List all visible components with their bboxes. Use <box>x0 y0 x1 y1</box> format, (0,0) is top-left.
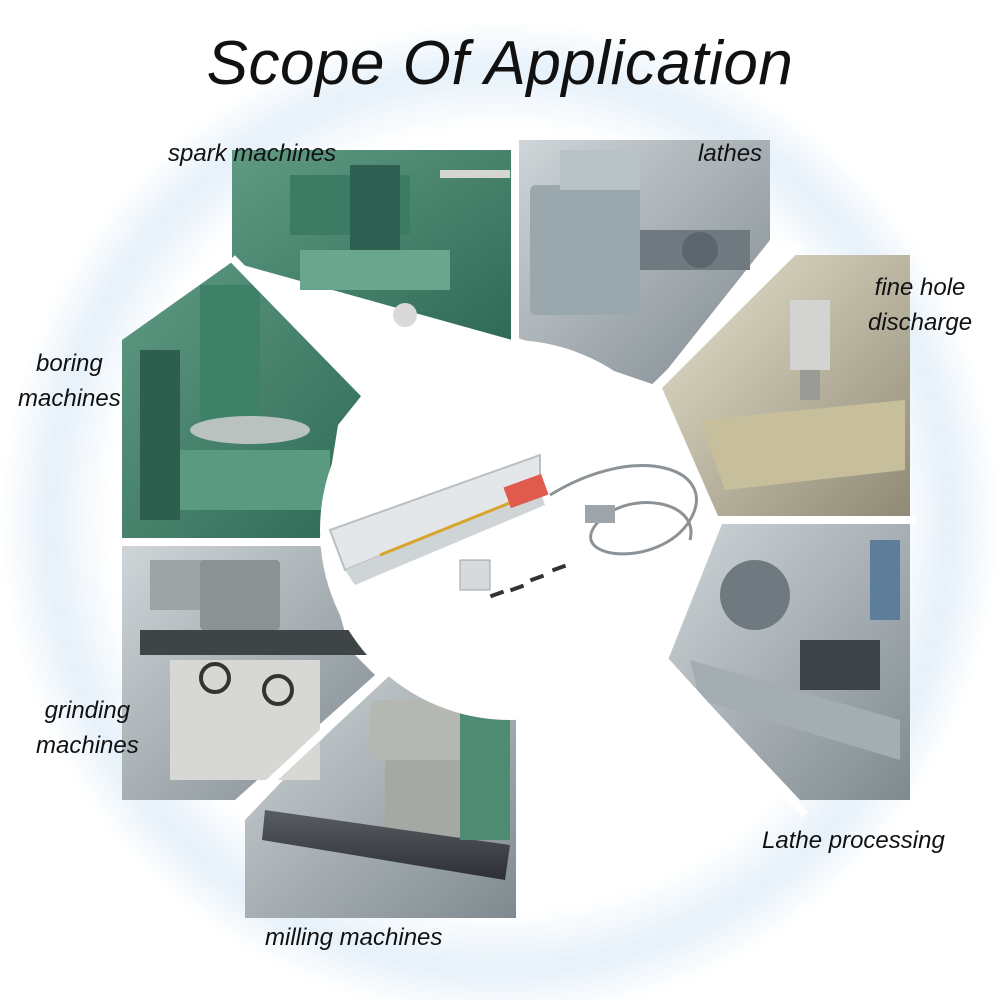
label-boring-machines: boring machines <box>18 346 121 416</box>
label-text: milling machines <box>265 924 443 951</box>
label-line-1: fine hole <box>874 274 966 301</box>
label-lathe-processing: Lathe processing <box>762 823 945 858</box>
page-title: Scope Of Application <box>206 29 794 98</box>
lathe-photo <box>518 140 770 385</box>
linear-scale-product-photo <box>328 453 698 599</box>
label-lathes: lathes <box>698 136 762 171</box>
label-line-1: grinding <box>44 697 131 724</box>
label-grinding-machines: grinding machines <box>36 693 139 763</box>
label-text: lathes <box>698 140 763 167</box>
boring-machine-photo <box>122 262 362 538</box>
label-line-2: discharge <box>868 309 973 336</box>
label-spark-machines: spark machines <box>168 136 336 171</box>
center-disc <box>320 340 700 720</box>
fine-hole-discharge-photo <box>662 255 910 516</box>
segment-dividers <box>118 132 915 818</box>
label-text: Lathe processing <box>762 827 945 854</box>
label-text: spark machines <box>168 140 337 167</box>
label-line-1: boring <box>36 350 103 377</box>
label-line-2: machines <box>36 732 139 759</box>
lathe-processing-photo <box>668 524 910 800</box>
label-line-2: machines <box>18 385 121 412</box>
label-milling-machines: milling machines <box>265 920 442 955</box>
spark-machine-photo <box>232 150 512 340</box>
label-fine-hole-discharge: fine hole discharge <box>868 270 972 340</box>
